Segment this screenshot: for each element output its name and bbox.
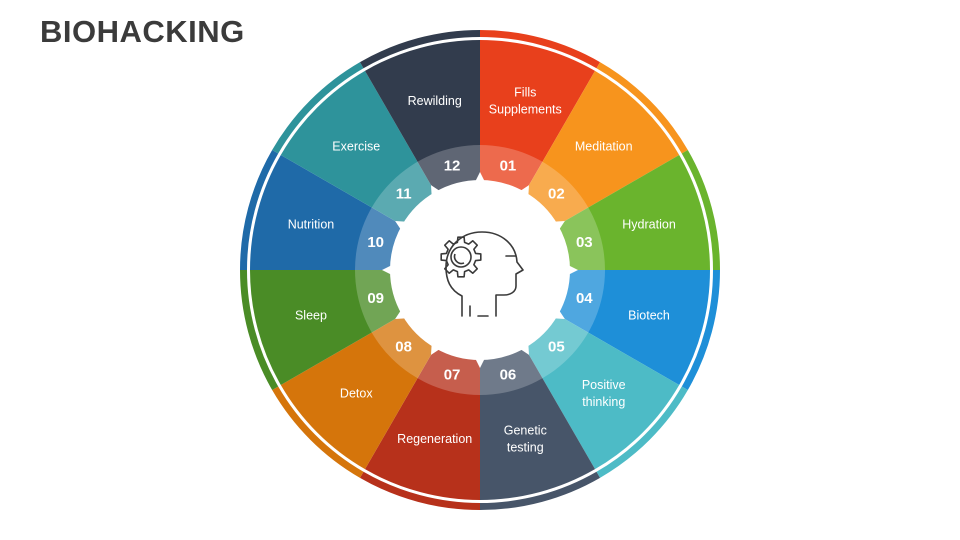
outer-ring (240, 30, 720, 510)
outer-ring-arc (272, 62, 364, 154)
ring-separator (247, 37, 713, 503)
outer-ring-arc (681, 150, 720, 270)
segment-label: Rewilding (408, 94, 462, 108)
segment-number: 01 (500, 158, 517, 175)
segment-number: 12 (444, 158, 461, 175)
outer-ring-arc (480, 30, 600, 69)
segment-wedge (280, 315, 435, 470)
outer-ring-arc (272, 386, 364, 478)
segment-wedge (525, 70, 680, 226)
segment-wedge (365, 40, 480, 193)
outer-ring-arc (240, 150, 279, 270)
segment-number: 03 (576, 234, 593, 251)
segment-wedge (250, 270, 403, 385)
segment-wedge (365, 347, 480, 500)
center-star (382, 172, 578, 368)
segment-label: Regeneration (397, 432, 472, 446)
segment-wedge (557, 270, 710, 385)
outer-ring-arc (681, 270, 720, 390)
outer-ring-arc (360, 30, 480, 69)
segment-wedge (525, 315, 680, 470)
segment-number: 11 (396, 186, 412, 203)
outer-ring-arc (480, 471, 600, 510)
segment-label: Exercise (332, 139, 380, 153)
outer-ring-arc (240, 270, 279, 390)
segment-label: Detox (340, 387, 373, 401)
outer-ring-arc (360, 471, 480, 510)
segment-number: 08 (395, 338, 412, 355)
page-title: BIOHACKING (40, 14, 245, 49)
segment-wedge (480, 40, 595, 193)
segment-number: 06 (500, 366, 517, 383)
segment-label: Sleep (295, 308, 327, 322)
segment-number: 02 (548, 186, 565, 203)
gear-icon (440, 236, 482, 278)
segment-number: 05 (548, 338, 565, 355)
segment-numbers: 01 02 03 04 05 06 07 08 09 10 11 12 (367, 158, 593, 384)
segment-label: Meditation (575, 139, 633, 153)
segment-label: Hydration (622, 218, 676, 232)
segment-label: Biotech (628, 308, 670, 322)
segment-number: 09 (367, 290, 384, 307)
segment-number: 10 (367, 234, 384, 251)
segment-number: 07 (444, 366, 461, 383)
segment-number: 04 (576, 290, 593, 307)
segment-wedge (480, 347, 595, 500)
head-with-gear-icon (445, 231, 524, 317)
segment-wedge (280, 70, 435, 226)
outer-ring-arc (596, 62, 688, 154)
segment-label: Nutrition (288, 218, 335, 232)
outer-ring-arc (596, 386, 688, 478)
segment-wedge (250, 155, 403, 270)
segment-wedge (557, 155, 710, 270)
